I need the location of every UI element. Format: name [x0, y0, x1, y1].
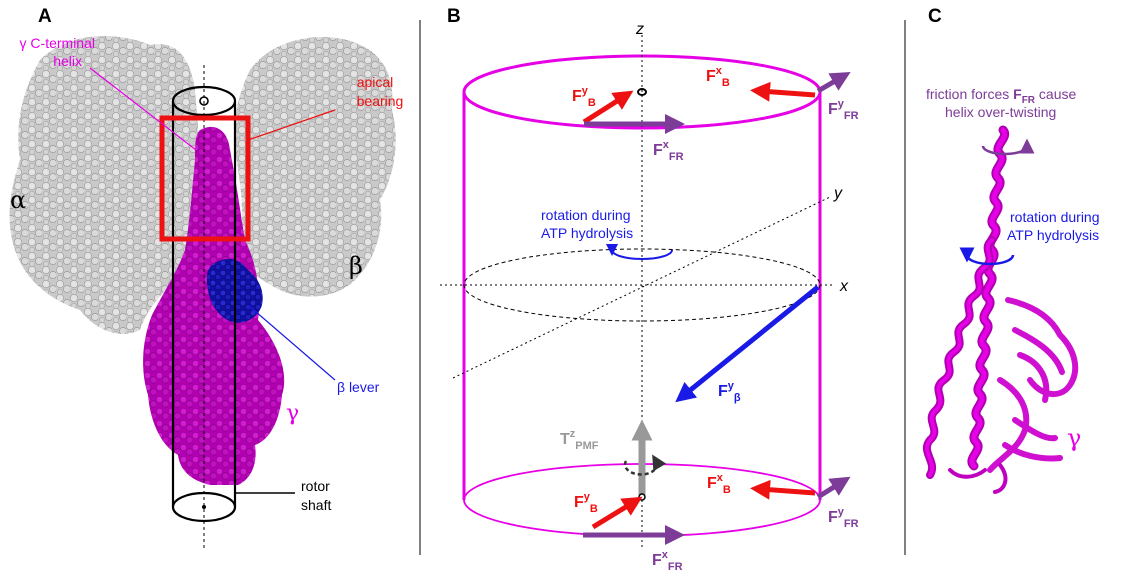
gamma-helix-leader: [89, 67, 197, 151]
gamma-label-c: γ: [1067, 424, 1081, 452]
torque-rotation-arrow: [623, 454, 667, 476]
panel-c: C friction forces FFR cause helix over-t…: [922, 6, 1100, 494]
beta-lever-leader: [247, 304, 336, 381]
label-fy-b-top: FyB: [572, 85, 596, 109]
panel-b: B z y x rotation during ATP hydrolysis: [440, 6, 859, 573]
rotation-arrow-c: [959, 247, 1015, 266]
rotation-label-b-line2: ATP hydrolysis: [541, 225, 633, 241]
label-fx-b-bottom: FxB: [707, 472, 731, 496]
arrow-fy-beta: [675, 285, 820, 403]
apical-bearing-leader: [247, 109, 336, 141]
beta-label: β: [349, 252, 363, 280]
arrow-fy-b-bottom: [591, 496, 643, 530]
beta-lever-label: β lever: [337, 379, 380, 395]
rotation-plane: [463, 248, 821, 322]
rotation-arrow-b: [605, 243, 673, 260]
panel-c-letter: C: [928, 6, 942, 27]
gamma-helix-label-line1: γ C-terminal: [20, 35, 95, 51]
alpha-subunit-surface: [9, 35, 202, 334]
apical-bearing-box: [159, 115, 251, 242]
label-tz-pmf: TzPMF: [560, 428, 599, 452]
rotation-label-c-line2: ATP hydrolysis: [1007, 227, 1099, 243]
axis-x-label: x: [839, 278, 849, 295]
label-fx-fr-top: FxFR: [653, 139, 684, 163]
friction-label-line2: helix over-twisting: [945, 104, 1056, 120]
beta-subunit-surface: [234, 37, 396, 297]
gamma-label: γ: [286, 401, 299, 426]
apical-bearing-label-line2: bearing: [357, 93, 404, 109]
gamma-helix-label-line2: helix: [53, 53, 82, 69]
arrow-fx-b-top: [750, 81, 816, 102]
bottom-axis-hole: [638, 493, 646, 501]
gamma-ribbon-structure: [922, 125, 1079, 494]
label-fy-b-bottom: FyB: [574, 491, 598, 515]
axis-y-label: y: [833, 185, 843, 202]
alpha-label: α: [10, 186, 26, 214]
arrow-fx-b-bottom: [750, 479, 816, 500]
overtwist-rotation-arrow: [981, 138, 1035, 156]
panel-b-letter: B: [447, 6, 461, 27]
label-fy-fr-bottom: FyFR: [828, 506, 859, 530]
panel-a-letter: A: [38, 6, 52, 27]
axis-z-label: z: [635, 21, 644, 38]
rotor-shaft-bottom-hole: [202, 505, 206, 509]
arrow-fy-fr-top: [816, 71, 851, 94]
top-axis-hole: [637, 88, 647, 96]
label-fy-fr-top: FyFR: [828, 98, 859, 122]
rotor-shaft-label-line2: shaft: [301, 497, 331, 513]
rotation-label-b-line1: rotation during: [541, 207, 631, 223]
rotation-label-c-line1: rotation during: [1010, 209, 1100, 225]
rotor-shaft-label-line1: rotor: [301, 478, 330, 494]
arrow-fy-b-top: [582, 90, 634, 125]
label-fx-fr-bottom: FxFR: [652, 549, 683, 573]
friction-label-line1: friction forces FFR cause: [926, 86, 1077, 106]
arrow-fy-fr-bottom: [816, 476, 851, 500]
apical-bearing-label-line1: apical: [357, 74, 394, 90]
label-fx-b-top: FxB: [706, 65, 730, 89]
panel-a: A γ C-terminal helix apical bearing α β …: [9, 6, 404, 548]
label-fy-beta: Fyβ: [718, 380, 741, 404]
